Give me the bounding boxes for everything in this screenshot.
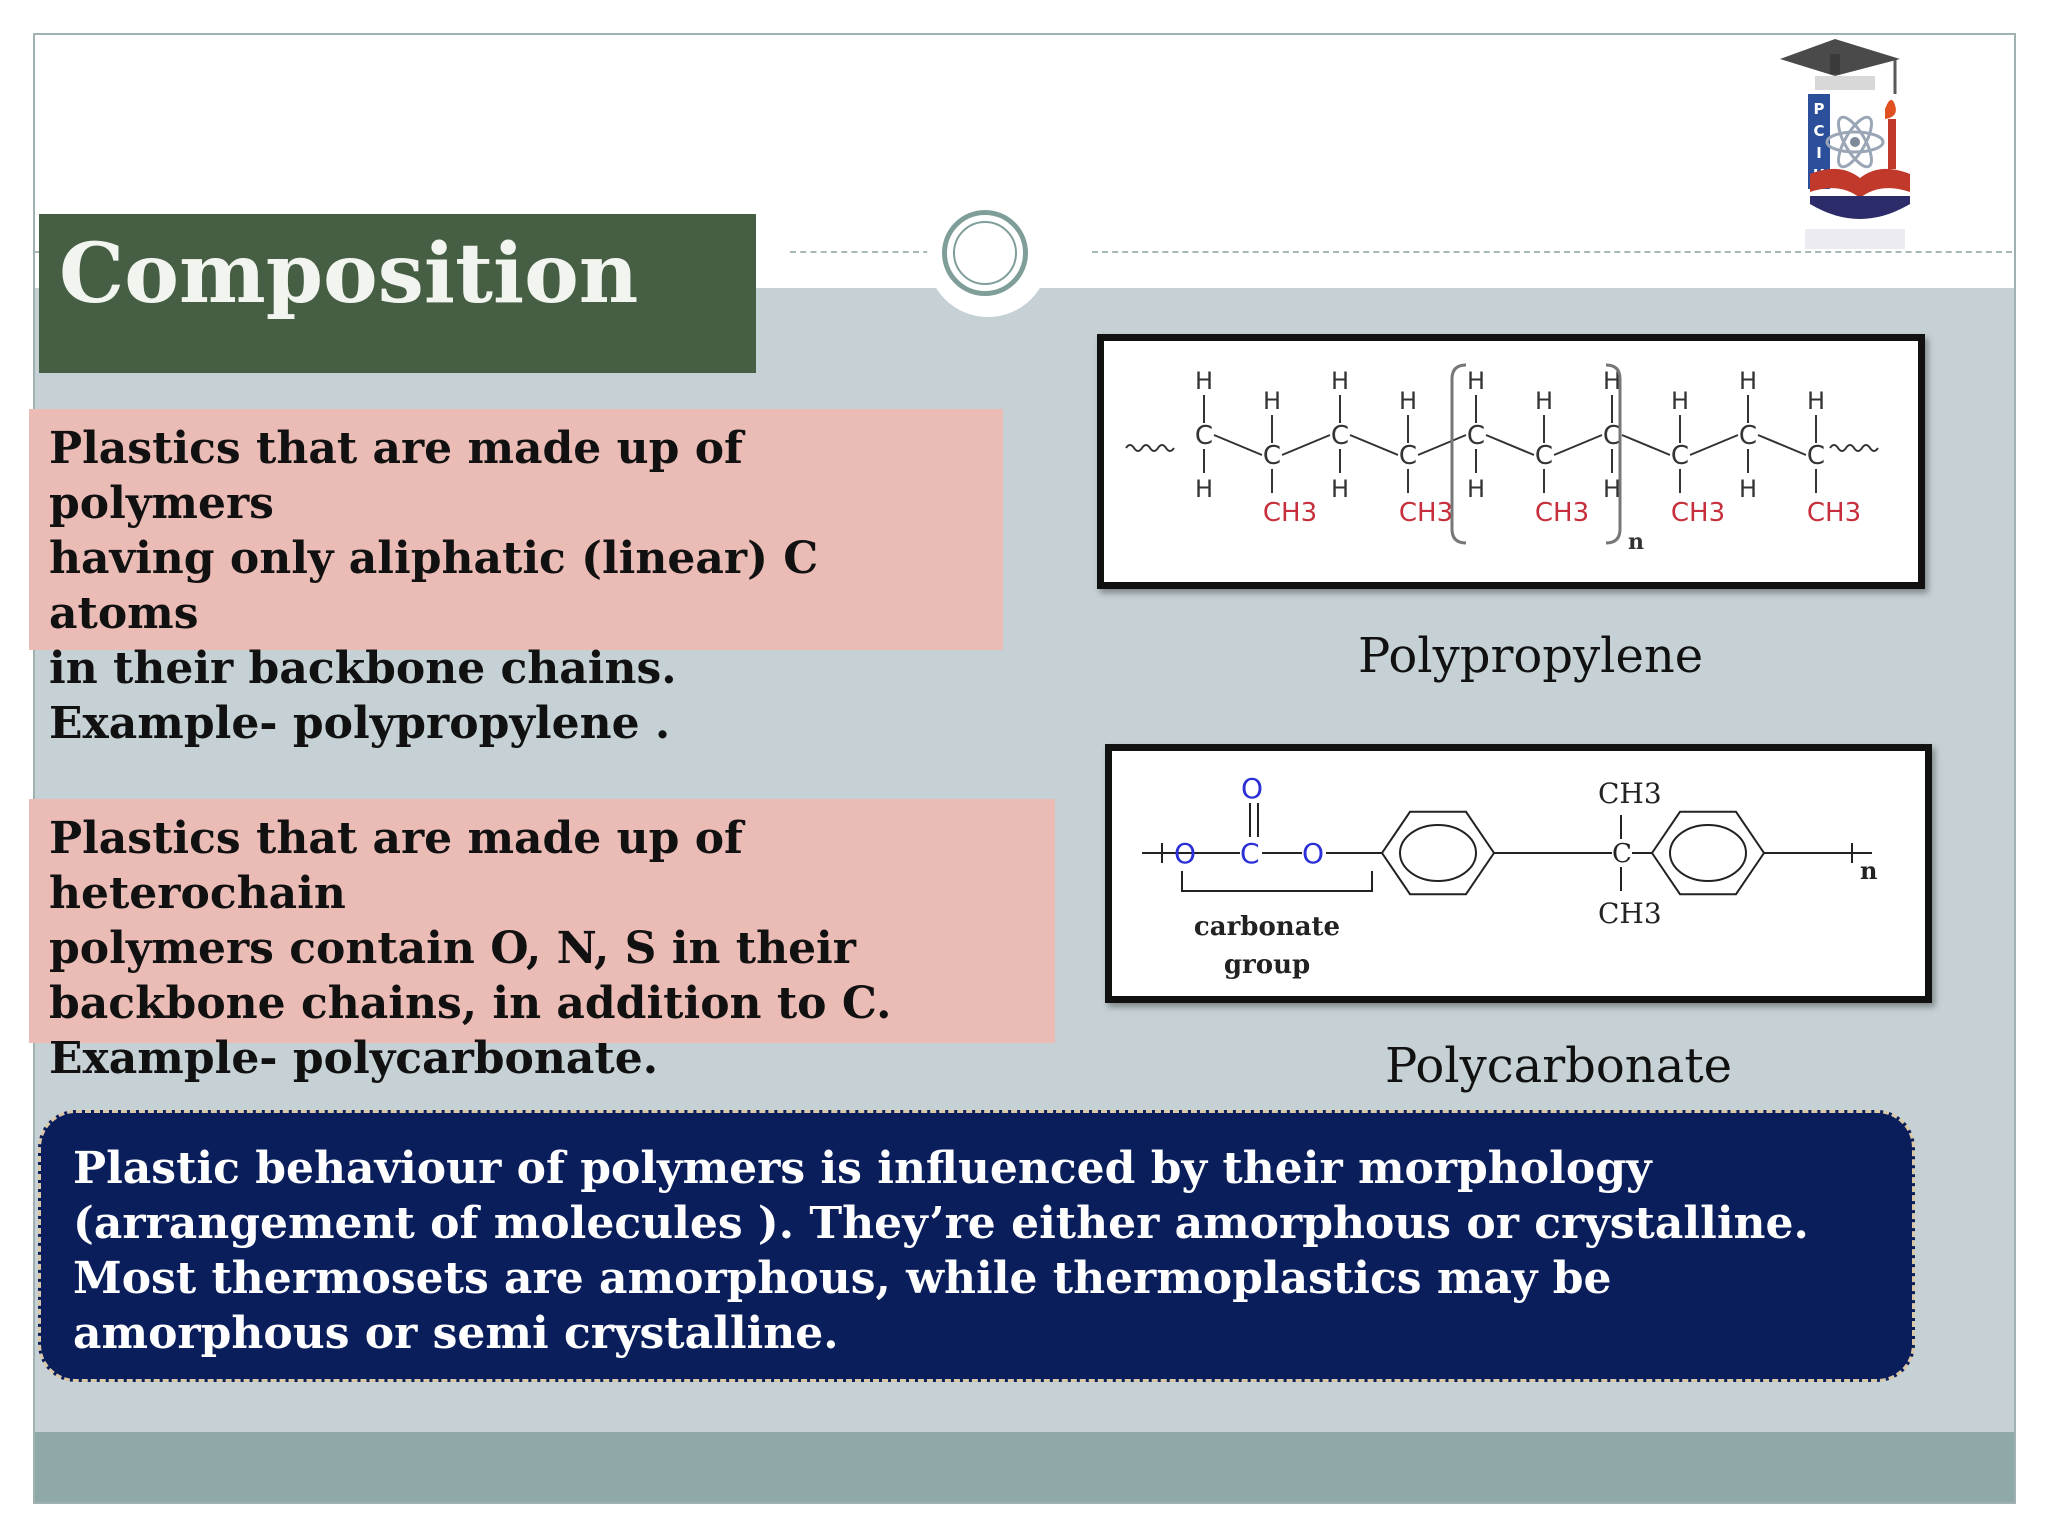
bond	[1281, 434, 1331, 456]
carbonate-label: group	[1224, 950, 1310, 980]
bond	[1553, 434, 1603, 456]
hydrogen-atom: H	[1535, 387, 1553, 415]
hydrogen-atom: H	[1739, 367, 1757, 395]
oxygen-atom: O	[1302, 837, 1324, 870]
carbon-atom: C	[1535, 441, 1553, 471]
carbon-atom: C	[1603, 421, 1621, 451]
aliphatic-description: Plastics that are made up of polymers ha…	[29, 409, 1003, 749]
benzene-ring	[1380, 810, 1496, 896]
repeat-bracket-left	[1450, 363, 1467, 545]
methyl-group: CH3	[1598, 897, 1662, 930]
carbon-atom: C	[1263, 441, 1281, 471]
polypropylene-caption: Polypropylene	[1358, 628, 1704, 684]
methyl-group: CH3	[1535, 498, 1589, 528]
carbonate-bracket	[1181, 871, 1373, 892]
hydrogen-atom: H	[1195, 475, 1213, 503]
oxygen-atom: O	[1174, 837, 1196, 870]
methyl-group: CH3	[1671, 498, 1725, 528]
hydrogen-atom: H	[1195, 367, 1213, 395]
carbon-atom: C	[1195, 421, 1213, 451]
polypropylene-diagram: CHHCHCH3CHHCHCH3CHHCHCH3CHHCHCH3CHHCHCH3…	[1125, 363, 1879, 555]
carbon-atom: C	[1399, 441, 1417, 471]
polycarbonate-caption: Polycarbonate	[1385, 1038, 1733, 1094]
methyl-group: CH3	[1598, 777, 1662, 810]
bond	[1213, 434, 1263, 456]
slide-title: Composition	[39, 214, 756, 373]
hydrogen-atom: H	[1671, 387, 1689, 415]
hydrogen-atom: H	[1263, 387, 1281, 415]
hydrogen-atom: H	[1331, 367, 1349, 395]
carbon-atom: C	[1671, 441, 1689, 471]
hydrogen-atom: H	[1467, 367, 1485, 395]
bond	[1485, 434, 1535, 456]
hydrogen-atom: H	[1603, 367, 1621, 395]
carbon-atom: C	[1240, 837, 1260, 870]
svg-text:P: P	[1814, 100, 1825, 118]
bond	[1689, 434, 1739, 456]
chain-end-left	[1125, 444, 1175, 452]
benzene-ring	[1650, 810, 1766, 896]
carbon-atom: C	[1807, 441, 1825, 471]
benzene-ring-aromatic	[1669, 824, 1747, 882]
footer-band	[35, 1432, 2014, 1502]
repeat-bracket-right	[1605, 363, 1622, 545]
heterochain-description: Plastics that are made up of heterochain…	[29, 799, 1055, 1084]
bond	[1757, 434, 1807, 456]
carbon-atom: C	[1331, 421, 1349, 451]
methyl-group: CH3	[1263, 498, 1317, 528]
svg-text:I: I	[1816, 144, 1822, 162]
methyl-group: CH3	[1807, 498, 1861, 528]
header-divider-right	[1092, 251, 2012, 253]
bond	[1417, 434, 1467, 456]
header-divider-mid	[790, 251, 960, 253]
university-logo: P C I U	[1780, 39, 1910, 249]
carbon-atom: C	[1739, 421, 1757, 451]
hydrogen-atom: H	[1807, 387, 1825, 415]
benzene-ring-aromatic	[1399, 824, 1477, 882]
bond	[1621, 434, 1671, 456]
hydrogen-atom: H	[1739, 475, 1757, 503]
carbon-atom: C	[1467, 421, 1485, 451]
chain-end-right	[1829, 444, 1879, 452]
carbonate-label: carbonate	[1194, 912, 1340, 942]
hydrogen-atom: H	[1603, 475, 1621, 503]
methyl-group: CH3	[1399, 498, 1453, 528]
bond	[1349, 434, 1399, 456]
oxygen-atom: O	[1241, 772, 1263, 805]
carbon-atom: C	[1612, 839, 1632, 869]
hydrogen-atom: H	[1331, 475, 1349, 503]
repeat-count: n	[1628, 529, 1644, 555]
svg-text:C: C	[1813, 122, 1824, 140]
repeat-count: n	[1860, 856, 1877, 885]
hydrogen-atom: H	[1399, 387, 1417, 415]
morphology-note: Plastic behaviour of polymers is influen…	[38, 1110, 1915, 1382]
hydrogen-atom: H	[1467, 475, 1485, 503]
decor-ring-inner	[953, 221, 1017, 285]
